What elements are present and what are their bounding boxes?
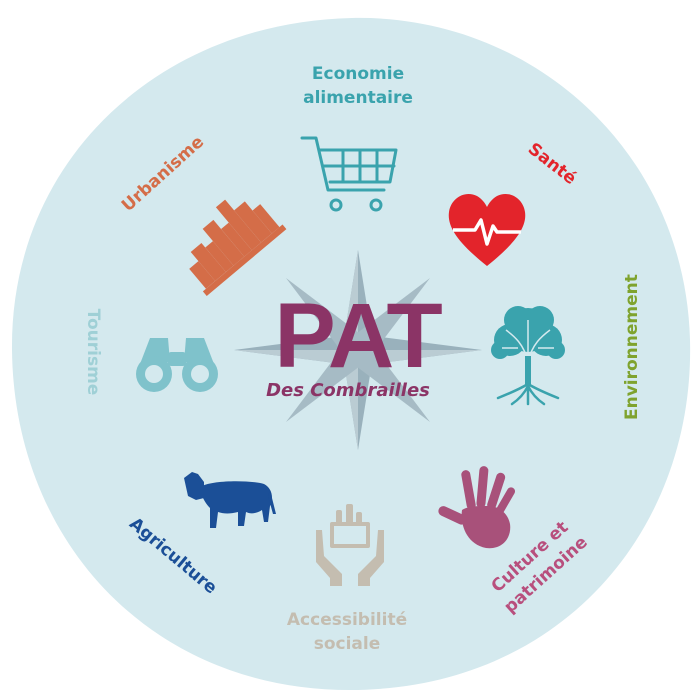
label-environnement: Environnement <box>622 274 642 420</box>
hands-basket-icon <box>316 504 384 586</box>
label-tourisme: Tourisme <box>83 308 103 396</box>
label-economie-alimentaire: Economie alimentaire <box>288 62 428 110</box>
label-economie-line2: alimentaire <box>303 88 413 108</box>
city-skyline-icon <box>189 199 287 296</box>
tree-icon <box>491 306 565 406</box>
compass-rose-icon <box>234 250 482 450</box>
cow-icon <box>184 472 276 528</box>
label-accessibilite-line1: Accessibilité <box>286 610 408 630</box>
heart-pulse-icon <box>448 193 526 266</box>
label-accessibilite-line2: sociale <box>313 634 381 654</box>
center-subtitle: Des Combrailles <box>266 380 430 401</box>
label-accessibilite-sociale: Accessibilité sociale <box>272 608 422 656</box>
label-economie-line1: Economie <box>311 64 405 84</box>
binoculars-icon <box>136 338 218 392</box>
shopping-cart-icon <box>300 136 398 212</box>
center-title: PAT <box>274 285 442 387</box>
handprint-icon <box>438 466 515 549</box>
